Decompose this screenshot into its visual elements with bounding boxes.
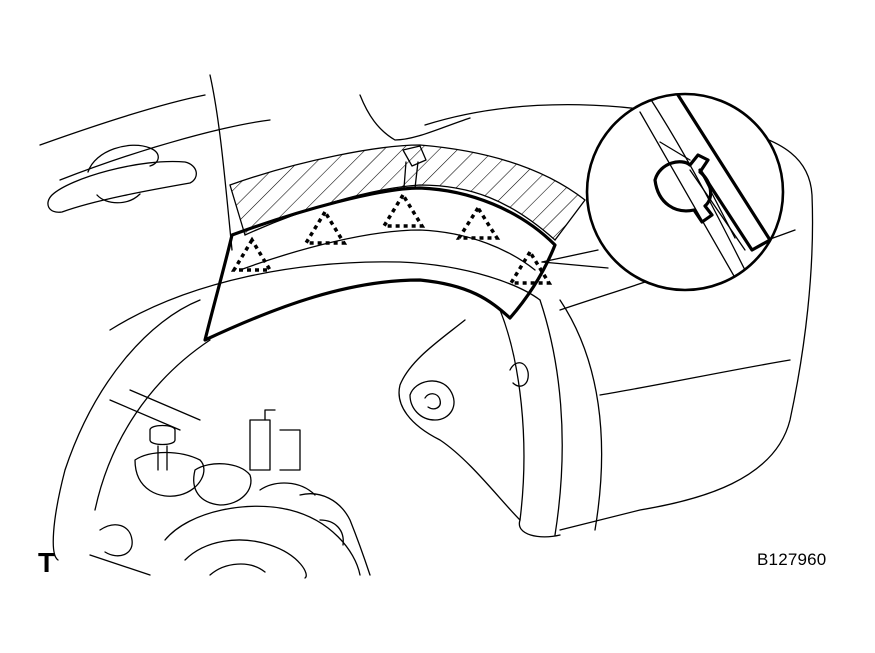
- door-handle: [47, 144, 197, 213]
- clip-marker-2: [302, 208, 348, 245]
- clip-markers: [230, 191, 553, 285]
- splash-shield: [398, 319, 529, 521]
- clip-marker-1: [230, 236, 274, 272]
- clip-marker-3: [380, 191, 426, 228]
- liner-tab: [402, 145, 427, 189]
- view-marker: T: [38, 547, 56, 578]
- wheel-arch: [52, 261, 603, 561]
- callout-leader: [541, 249, 609, 269]
- clip-marker-5: [507, 248, 553, 285]
- figure-code: B127960: [757, 550, 827, 569]
- clip-detail-magnifier: [585, 92, 785, 292]
- suspension-components: [89, 389, 371, 579]
- clip-marker-4: [455, 204, 501, 240]
